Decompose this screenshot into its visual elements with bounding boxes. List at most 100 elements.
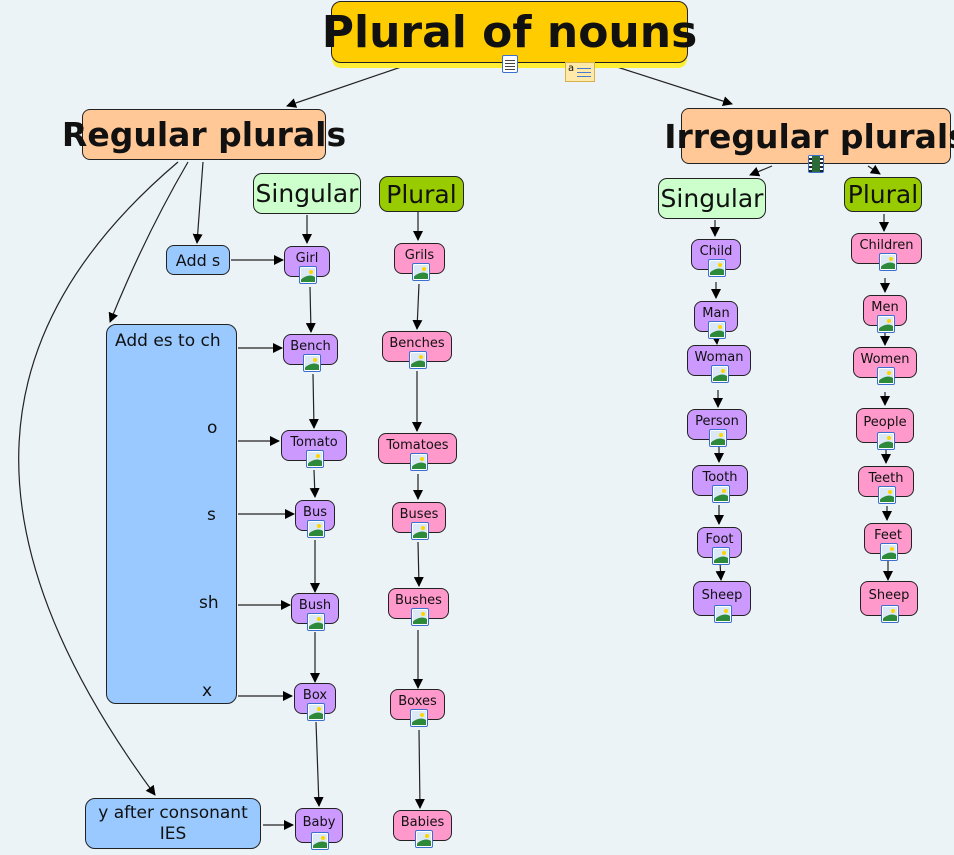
word-man[interactable]: Man (694, 301, 738, 339)
word-babies[interactable]: Babies (393, 810, 452, 848)
image-icon[interactable] (307, 613, 325, 631)
word-people[interactable]: People (856, 408, 914, 450)
header-label: Singular (660, 184, 764, 213)
title-text: Plural of nouns (321, 6, 698, 58)
word-tomato[interactable]: Tomato (281, 430, 347, 468)
word-teeth[interactable]: Teeth (858, 466, 914, 504)
word-label: Woman (694, 350, 744, 365)
image-icon[interactable] (414, 830, 433, 848)
image-icon[interactable] (411, 522, 429, 540)
regular-plural-header[interactable]: Plural (379, 176, 464, 212)
word-benches[interactable]: Benches (382, 331, 452, 369)
image-icon[interactable] (881, 605, 899, 623)
image-icon[interactable] (877, 315, 895, 333)
word-label: Foot (705, 532, 734, 547)
word-box[interactable]: Box (294, 683, 336, 721)
image-icon[interactable] (711, 365, 729, 383)
word-tooth[interactable]: Tooth (692, 465, 748, 503)
irregular-plurals-label: Irregular plurals (664, 116, 954, 156)
word-bushes[interactable]: Bushes (388, 588, 449, 626)
word-baby[interactable]: Baby (295, 808, 343, 850)
regular-singular-header[interactable]: Singular (253, 173, 361, 214)
word-woman[interactable]: Woman (687, 345, 751, 383)
image-icon[interactable] (307, 703, 325, 721)
image-icon[interactable] (311, 832, 329, 850)
word-feet[interactable]: Feet (864, 523, 912, 561)
word-label: Child (699, 244, 733, 259)
ending-s: s (207, 505, 216, 525)
image-icon[interactable] (409, 351, 427, 369)
word-children[interactable]: Children (851, 233, 922, 271)
image-icon[interactable] (409, 709, 428, 727)
rule-label: IES (159, 823, 187, 844)
document-icon[interactable] (502, 55, 518, 73)
film-icon[interactable] (808, 155, 824, 173)
irregular-plurals-heading[interactable]: Irregular plurals (664, 108, 954, 164)
image-icon[interactable] (410, 608, 429, 626)
word-bush[interactable]: Bush (291, 593, 339, 631)
irregular-singular-header[interactable]: Singular (658, 178, 766, 219)
image-icon[interactable] (714, 605, 732, 623)
word-label: People (863, 415, 907, 430)
image-icon[interactable] (302, 354, 321, 372)
image-icon[interactable] (409, 453, 428, 471)
word-person[interactable]: Person (687, 409, 747, 447)
word-label: Children (859, 238, 914, 253)
word-label: Benches (389, 336, 445, 351)
word-child[interactable]: Child (691, 239, 741, 277)
image-icon[interactable] (708, 321, 726, 339)
word-label: Person (695, 414, 739, 429)
image-icon[interactable] (709, 429, 727, 447)
image-icon[interactable] (306, 450, 324, 468)
image-icon[interactable] (411, 263, 430, 281)
word-tomatoes[interactable]: Tomatoes (378, 433, 457, 471)
word-label: Tomato (290, 435, 338, 450)
word-men[interactable]: Men (863, 295, 907, 333)
image-icon[interactable] (878, 486, 896, 504)
word-label: Babies (400, 815, 445, 830)
word-label: Women (860, 352, 910, 367)
word-label: Buses (399, 507, 439, 522)
rule-label: Add s (175, 250, 221, 270)
image-icon[interactable] (877, 367, 895, 385)
rule-y-after-consonant[interactable]: y after consonant IES (85, 798, 261, 849)
word-bus[interactable]: Bus (295, 500, 335, 538)
image-icon[interactable] (880, 543, 898, 561)
image-icon[interactable] (708, 259, 726, 277)
link-regular-ies (18, 161, 179, 796)
header-label: Plural (847, 180, 919, 209)
rule-label: y after consonant (98, 802, 248, 823)
header-label: Singular (255, 179, 359, 208)
word-bench[interactable]: Bench (283, 334, 338, 372)
image-icon[interactable] (878, 253, 897, 271)
header-label: Plural (386, 179, 457, 209)
title-node[interactable]: Plural of nouns (322, 1, 697, 63)
image-icon[interactable] (711, 547, 730, 565)
image-icon[interactable] (299, 266, 317, 284)
image-icon[interactable] (307, 520, 325, 538)
link-regular-add-s (192, 161, 204, 244)
regular-plurals-heading[interactable]: Regular plurals (62, 109, 346, 160)
word-label: Men (871, 300, 899, 315)
word-boxes[interactable]: Boxes (390, 689, 445, 727)
word-sheep-plural[interactable]: Sheep (860, 581, 918, 623)
word-women[interactable]: Women (853, 347, 917, 385)
word-foot[interactable]: Foot (697, 527, 742, 565)
word-grils[interactable]: Grils (394, 243, 445, 281)
word-buses[interactable]: Buses (392, 502, 446, 540)
word-girl[interactable]: Girl (284, 246, 330, 284)
word-label: Teeth (868, 471, 904, 486)
word-label: Bushes (395, 593, 442, 608)
word-label: Tooth (702, 470, 738, 485)
image-icon[interactable] (877, 432, 895, 450)
note-icon[interactable]: a (565, 62, 595, 82)
rule-add-es[interactable]: Add es to ch o s sh x (106, 324, 237, 704)
rule-add-s[interactable]: Add s (166, 245, 230, 275)
irregular-plural-header[interactable]: Plural (844, 177, 922, 212)
word-label: Box (302, 688, 328, 703)
word-sheep-singular[interactable]: Sheep (693, 581, 751, 623)
word-label: Sheep (701, 588, 743, 603)
image-icon[interactable] (712, 485, 730, 503)
ending-sh: sh (199, 593, 219, 613)
